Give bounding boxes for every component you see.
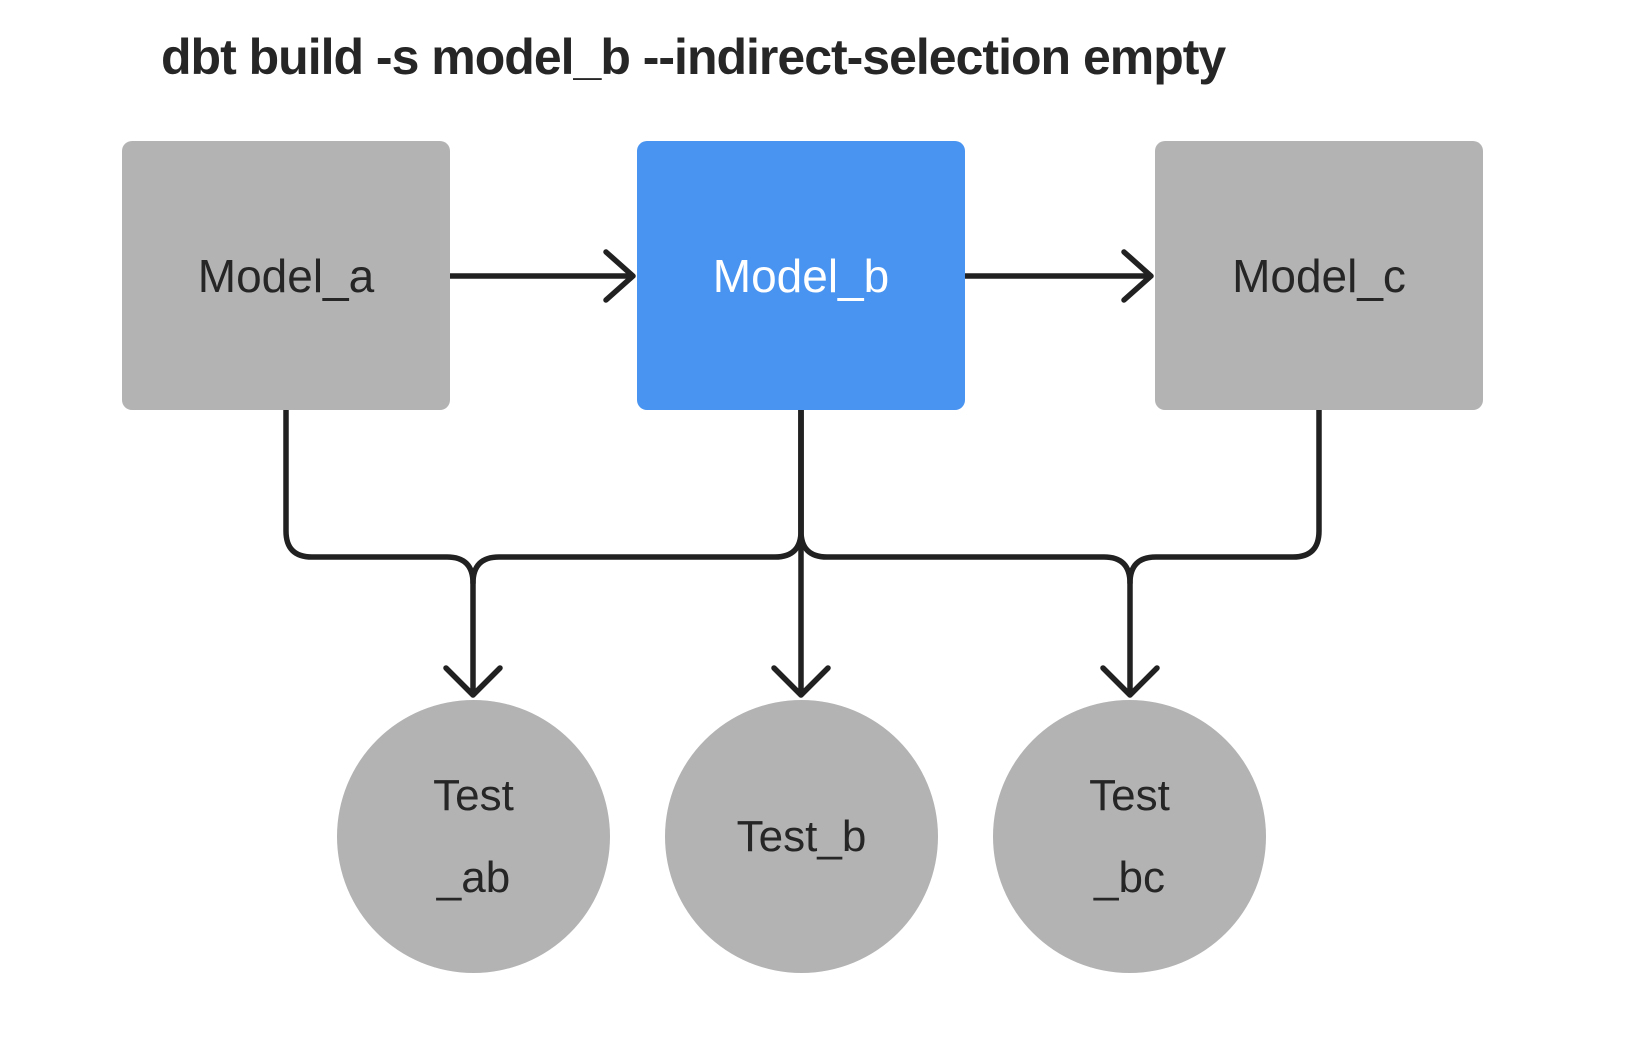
edge-model-b-to-test-bc-arrow [798,407,1133,586]
node-test-bc: Test _bc [993,700,1266,973]
edge-model-b-to-model-c-arrow [962,249,1154,303]
node-test-bc-label-line1: Test [1089,771,1170,821]
node-model-a-label: Model_a [197,249,375,302]
node-test-bc-label-line2: _bc [1094,852,1165,902]
node-test-b: Test_b [665,700,938,973]
node-model-c: Model_c [1155,141,1483,410]
edge-model-c-to-test-bc-arrow [1100,407,1322,698]
node-model-a: Model_a [122,141,450,410]
node-model-b-label: Model_b [712,249,890,302]
node-test-ab-label-line1: Test [433,771,514,821]
diagram-title: dbt build -s model_b --indirect-selectio… [161,29,1226,85]
node-test-ab-label-line2: _ab [436,852,511,902]
edge-model-a-to-model-b-arrow [447,249,636,303]
node-model-b: Model_b [637,141,965,410]
node-test-ab: Test _ab [337,700,610,973]
edge-model-b-to-test-ab-arrow [470,407,804,586]
node-model-c-label: Model_c [1232,249,1406,302]
node-test-b-label-line1: Test_b [736,811,867,861]
edge-model-a-to-test-ab-arrow [283,407,503,698]
